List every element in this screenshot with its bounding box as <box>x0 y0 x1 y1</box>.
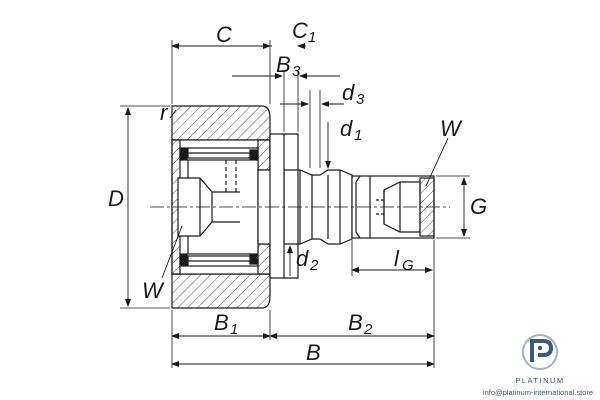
label-d1: d <box>340 116 353 141</box>
label-B3: B <box>276 52 291 77</box>
extension-lines <box>120 40 470 368</box>
bearing-body <box>171 105 435 309</box>
label-C1-sub: 1 <box>308 29 316 46</box>
right-seal-ring <box>257 139 271 171</box>
label-C1: C <box>292 18 308 43</box>
watermark-brand: PLATINUM <box>515 376 564 385</box>
label-B3-sub: 3 <box>292 63 301 80</box>
leader-W-bottom <box>161 225 183 279</box>
label-d2-sub: 2 <box>309 257 319 274</box>
outer-ring-upper <box>171 105 271 141</box>
label-d2: d <box>296 246 309 271</box>
label-d1-sub: 1 <box>354 127 362 144</box>
label-B1-sub: 1 <box>230 321 238 338</box>
watermark-email: info@platinum-international.store <box>483 388 593 397</box>
label-W-top: W <box>440 116 463 141</box>
dimension-labels: C C 1 B 3 d 3 d 1 r W D G d 2 l G W B 1 … <box>108 18 487 365</box>
label-d3: d <box>342 80 355 105</box>
platinum-logo <box>522 334 558 370</box>
leader-W-top <box>425 137 449 187</box>
label-D: D <box>108 186 124 211</box>
label-B2: B <box>348 310 363 335</box>
stud-flange <box>269 133 285 279</box>
label-G: G <box>470 194 487 219</box>
dimension-lines <box>125 43 467 367</box>
outer-ring-lower <box>171 273 271 309</box>
label-d3-sub: 3 <box>356 91 365 108</box>
label-B2-sub: 2 <box>363 321 373 338</box>
label-B: B <box>306 340 321 365</box>
label-B1: B <box>214 310 229 335</box>
leader-r <box>169 109 177 119</box>
label-r: r <box>160 100 169 125</box>
label-lG: l <box>394 246 400 271</box>
label-lG-sub: G <box>402 257 414 274</box>
label-W-bottom: W <box>142 278 165 303</box>
label-C: C <box>216 22 232 47</box>
